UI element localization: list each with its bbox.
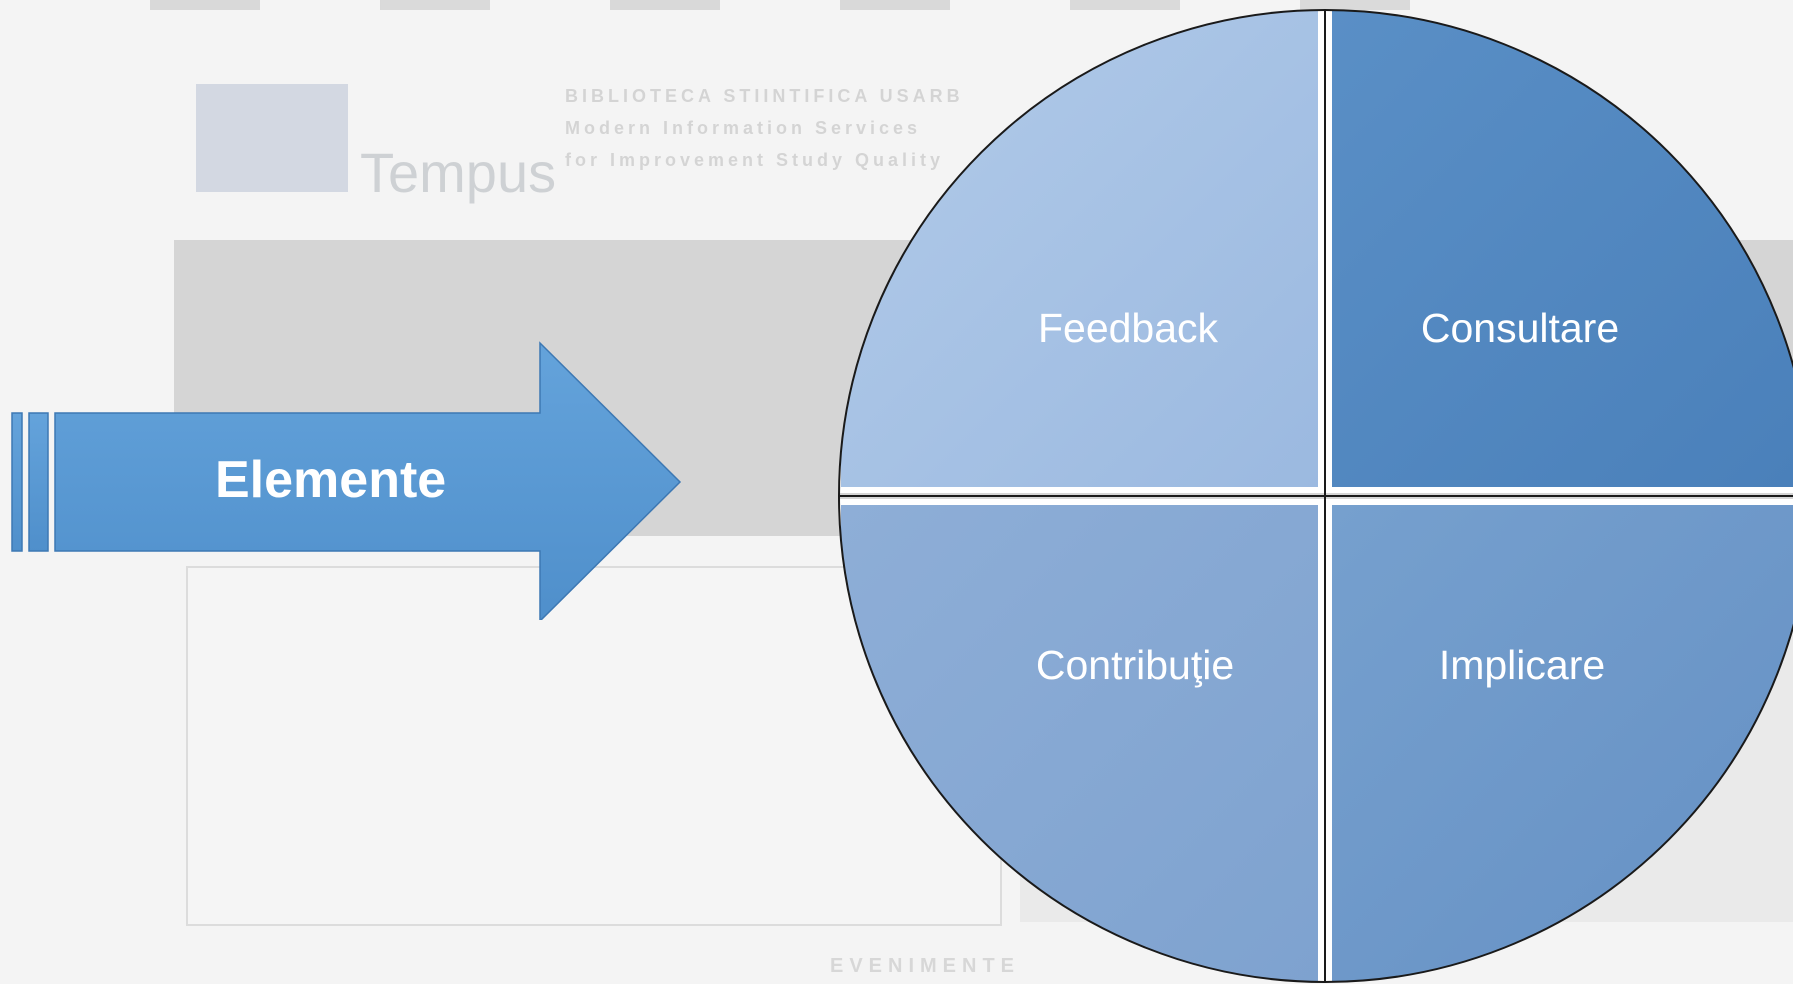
quadrant-consultare: [1326, 10, 1793, 493]
quadrant-circle: [838, 9, 1793, 983]
feedback-label: Feedback: [1037, 305, 1219, 351]
elemente-arrow: Elemente: [0, 340, 690, 620]
quadrant-feedback: [839, 10, 1324, 493]
consultare-label: Consultare: [1420, 305, 1620, 351]
arrow-shape: [11, 341, 682, 620]
quadrant-contributie: [839, 499, 1324, 982]
quadrant-implicare: [1326, 499, 1793, 982]
eu-flag-logo: [196, 84, 348, 192]
circle-outline: [838, 9, 1793, 983]
contributie-label: Contribuţie: [1035, 642, 1235, 688]
implicare-label: Implicare: [1438, 642, 1606, 688]
arrow-label: Elemente: [215, 451, 447, 509]
tempus-logo-text: Tempus: [360, 141, 557, 204]
